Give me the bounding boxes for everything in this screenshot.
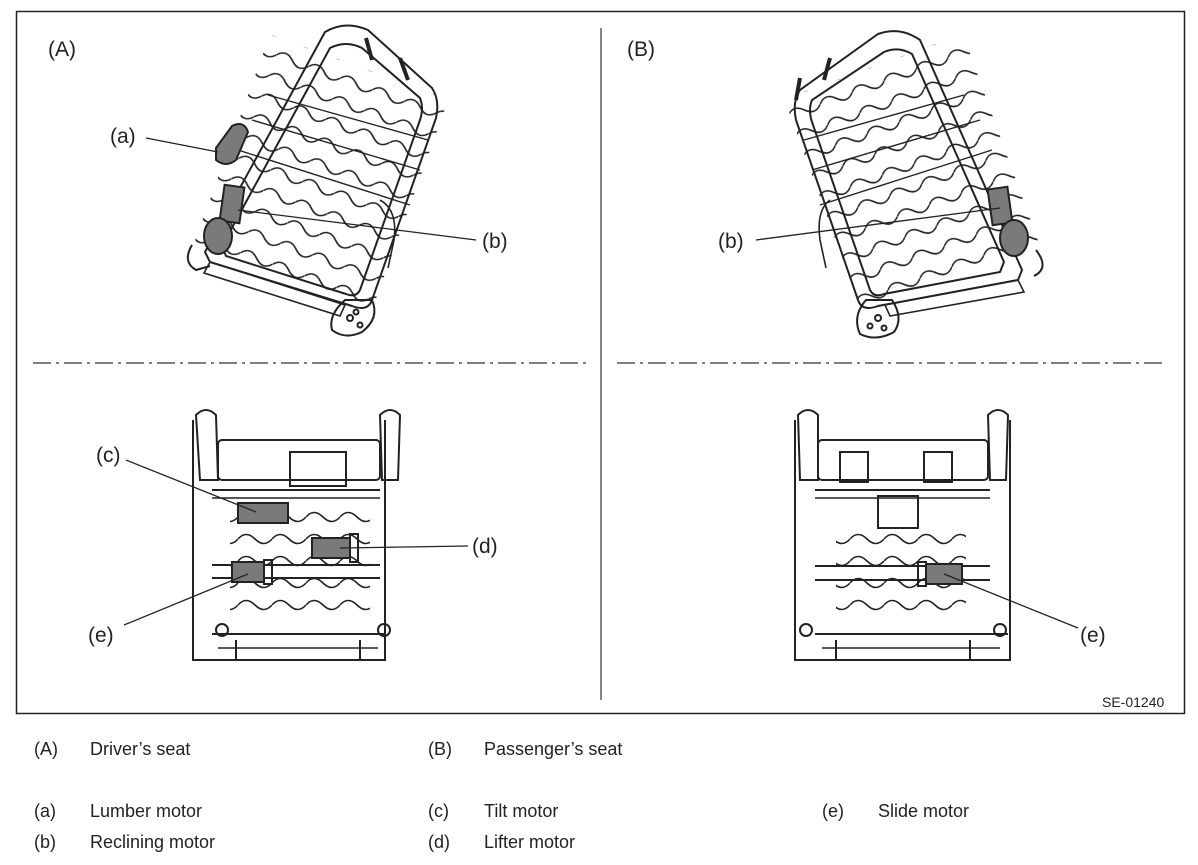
legend-text: Lumber motor xyxy=(90,801,203,821)
passenger-seatback xyxy=(784,30,1044,339)
legend-text: Lifter motor xyxy=(484,832,576,852)
legend-key: (B) xyxy=(428,739,452,759)
legend: (A) Driver’s seat (B) Passenger’s seat (… xyxy=(0,720,1198,865)
figure-frame xyxy=(15,10,1186,715)
driver-seat-cushion xyxy=(192,409,402,661)
legend-text: Tilt motor xyxy=(484,801,559,821)
driver-seatback xyxy=(186,24,449,337)
callout-a: (a) xyxy=(110,125,136,148)
callout-b-passenger: (b) xyxy=(718,230,744,253)
legend-text: Reclining motor xyxy=(90,832,216,852)
reclining-motor-passenger xyxy=(986,185,1029,257)
panel-tag-b: (B) xyxy=(627,38,655,61)
diagram-canvas: (A) (B) xyxy=(15,10,1186,715)
legend-key: (A) xyxy=(34,739,58,759)
legend-text: Slide motor xyxy=(878,801,970,821)
seat-motor-diagram: (A) (B) xyxy=(15,10,1186,715)
legend-text: Driver’s seat xyxy=(90,739,191,759)
legend-key: (c) xyxy=(428,801,449,821)
callout-b-driver: (b) xyxy=(482,230,508,253)
callout-c: (c) xyxy=(96,444,121,467)
legend-key: (e) xyxy=(822,801,844,821)
lumber-motor-driver xyxy=(215,123,250,165)
callout-d: (d) xyxy=(472,535,498,558)
leader-lines xyxy=(123,137,1079,629)
legend-key: (a) xyxy=(34,801,56,821)
passenger-seat-cushion xyxy=(794,409,1011,661)
tilt-motor-driver xyxy=(237,502,289,524)
legend-text: Passenger’s seat xyxy=(484,739,623,759)
legend-key: (b) xyxy=(34,832,56,852)
reclining-motor-driver xyxy=(203,183,246,255)
figure-code: SE-01240 xyxy=(1102,694,1164,710)
panel-tag-a: (A) xyxy=(48,38,76,61)
legend-key: (d) xyxy=(428,832,450,852)
callout-e-passenger: (e) xyxy=(1080,624,1106,647)
callout-e-driver: (e) xyxy=(88,624,114,647)
